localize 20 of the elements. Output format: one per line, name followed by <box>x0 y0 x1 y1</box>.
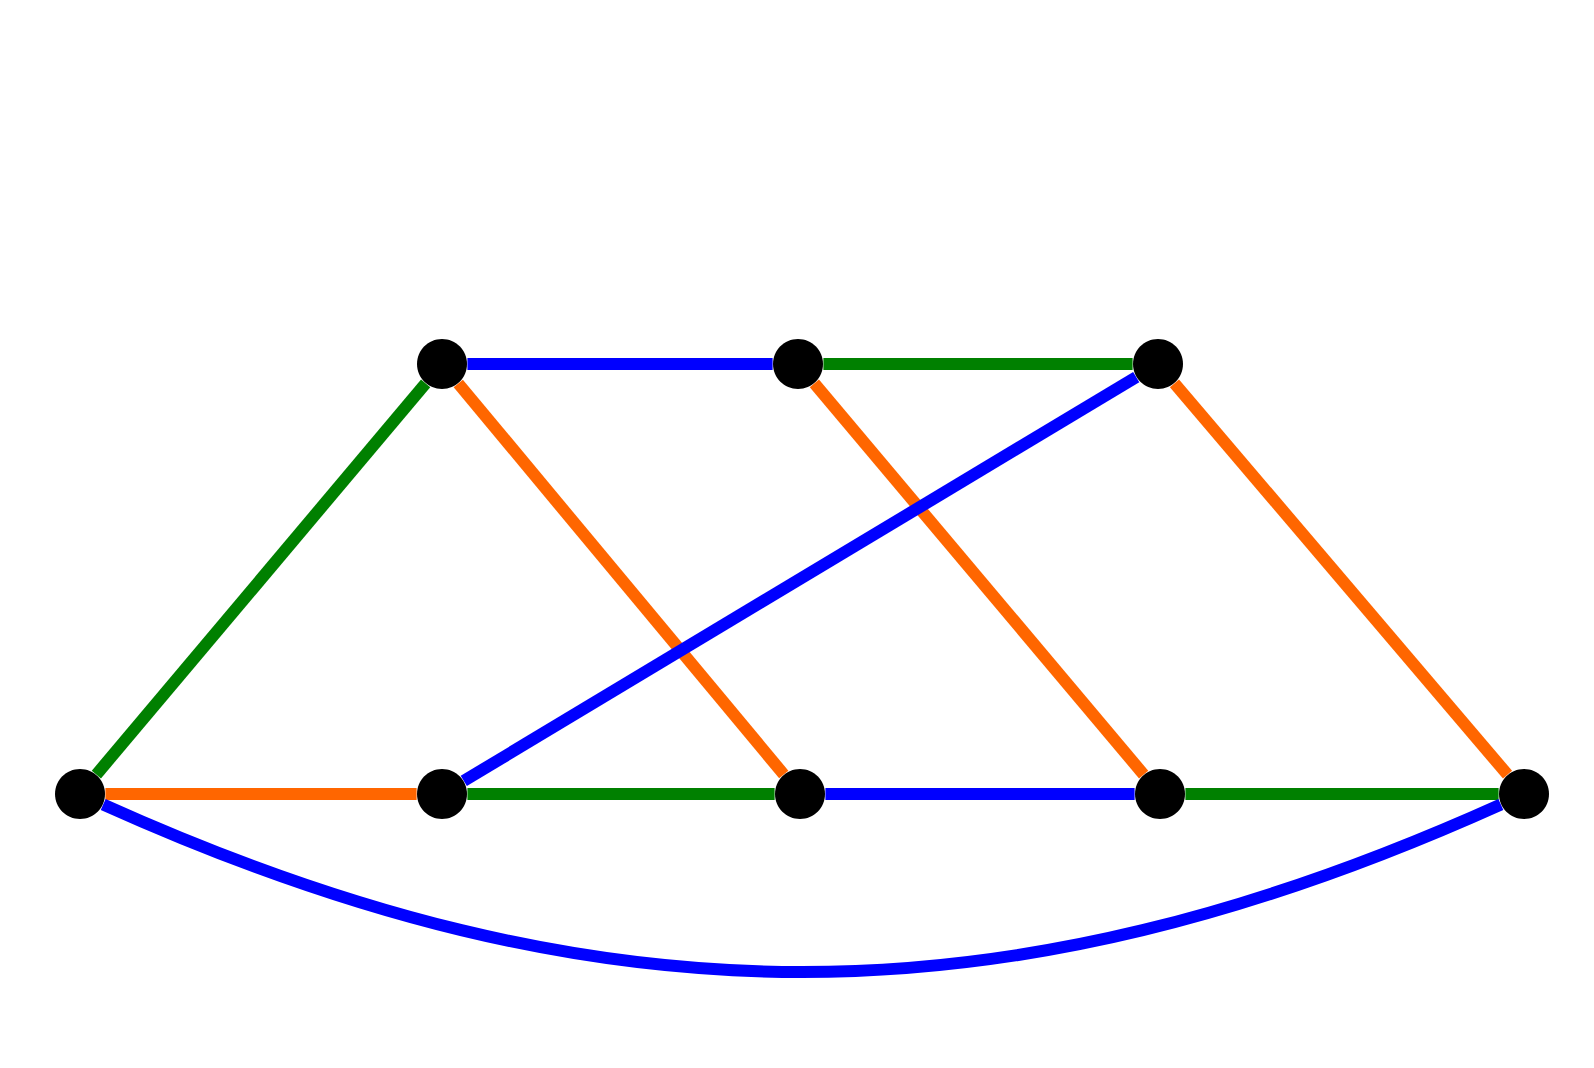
vertex-dot <box>1133 339 1183 389</box>
graph-edge <box>460 371 1140 787</box>
graph-edge <box>467 788 775 800</box>
vertex-dot <box>417 339 467 389</box>
graph-edge <box>91 379 431 779</box>
vertex-dot <box>1135 769 1185 819</box>
vertex-dot <box>417 769 467 819</box>
graph-edge <box>467 358 773 370</box>
graph-edge <box>1185 788 1499 800</box>
vertex-dot <box>1499 769 1549 819</box>
graph-edge <box>100 798 1504 978</box>
graph-edge <box>809 379 1149 779</box>
graph-edge <box>105 788 417 800</box>
vertex-dot <box>55 769 105 819</box>
graph-edge <box>453 379 789 779</box>
graph-edge <box>1169 379 1513 779</box>
graph-edge <box>825 788 1135 800</box>
graph-edge <box>823 358 1133 370</box>
vertex-dot <box>775 769 825 819</box>
vertex-dot <box>773 339 823 389</box>
